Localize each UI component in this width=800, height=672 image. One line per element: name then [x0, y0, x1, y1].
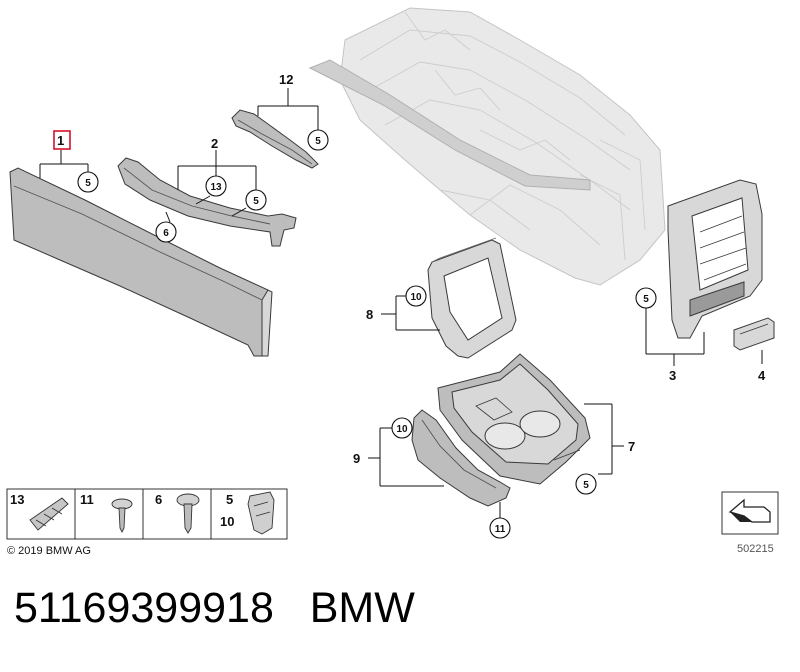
fastener-callout[interactable]: 13	[205, 175, 227, 197]
fastener-callout[interactable]: 5	[635, 287, 657, 309]
svg-text:5: 5	[315, 136, 321, 147]
svg-text:5: 5	[226, 492, 233, 507]
svg-text:6: 6	[163, 228, 169, 239]
svg-text:11: 11	[80, 492, 94, 507]
svg-text:5: 5	[253, 196, 259, 207]
center-console-illustration	[308, 7, 666, 286]
part-3-vent-frame[interactable]	[667, 179, 763, 339]
fastener-callout[interactable]: 5	[77, 171, 99, 193]
reference-box: 502215	[721, 491, 779, 555]
part-label-3[interactable]: 3	[669, 368, 676, 383]
svg-text:5: 5	[643, 294, 649, 305]
part-number-caption: 51169399918 BMW	[14, 584, 415, 633]
legend-item-11[interactable]: 11	[74, 488, 144, 540]
part-7-center-cover[interactable]	[437, 353, 591, 485]
diagram-number: 502215	[737, 543, 774, 555]
fastener-callout[interactable]: 5	[307, 129, 329, 151]
part-2-trim-strip[interactable]	[117, 157, 297, 247]
clip-nut-icon	[247, 491, 275, 535]
svg-text:11: 11	[495, 524, 506, 535]
part-1-highlight-box	[53, 130, 71, 150]
part-label-8[interactable]: 8	[366, 307, 373, 322]
svg-text:13: 13	[210, 182, 222, 193]
screw-icon	[176, 493, 200, 534]
leader-lines	[39, 88, 763, 518]
part-12-trim-piece[interactable]	[231, 109, 319, 169]
part-label-12[interactable]: 12	[279, 72, 293, 87]
fastener-callouts: 5 13 5 6 5 10 5 10	[77, 129, 657, 539]
part-labels: 1 2 3 4 7 8 9 12	[53, 72, 766, 466]
part-8-trim-frame[interactable]	[427, 237, 517, 359]
svg-text:5: 5	[583, 480, 589, 491]
part-label-1[interactable]: 1	[57, 133, 64, 148]
direction-arrow-icon	[728, 498, 771, 523]
fastener-callout[interactable]: 5	[575, 473, 597, 495]
svg-text:13: 13	[10, 492, 24, 507]
part-number: 51169399918	[14, 584, 274, 632]
svg-text:6: 6	[155, 492, 162, 507]
svg-text:10: 10	[220, 514, 234, 529]
parts-diagram: 1 2 3 4 7 8 9 12 5 13 5 6 5 1	[6, 7, 779, 557]
legend-item-5-10[interactable]: 5 10	[210, 488, 288, 540]
fastener-callout[interactable]: 5	[245, 189, 267, 211]
fastener-callout[interactable]: 10	[405, 285, 427, 307]
screw-icon	[111, 498, 133, 534]
part-label-4[interactable]: 4	[758, 368, 766, 383]
svg-text:10: 10	[410, 292, 422, 303]
fastener-callout[interactable]: 10	[391, 417, 413, 439]
part-label-2[interactable]: 2	[211, 136, 218, 151]
part-label-9[interactable]: 9	[353, 451, 360, 466]
part-4-cover-plate[interactable]	[733, 317, 775, 351]
brand-name: BMW	[309, 584, 415, 632]
svg-text:5: 5	[85, 178, 91, 189]
part-label-7[interactable]: 7	[628, 439, 635, 454]
fastener-legend: 13 11 6 5 10	[6, 488, 288, 557]
legend-item-13[interactable]: 13	[6, 488, 76, 540]
fastener-callout[interactable]: 6	[155, 221, 177, 243]
part-1-side-trim[interactable]	[9, 167, 273, 357]
legend-item-6[interactable]: 6	[142, 488, 212, 540]
svg-text:10: 10	[396, 424, 408, 435]
clip-icon	[29, 497, 69, 531]
part-9-side-cover[interactable]	[411, 409, 511, 507]
copyright-text: © 2019 BMW AG	[7, 545, 91, 557]
fastener-callout[interactable]: 11	[489, 517, 511, 539]
